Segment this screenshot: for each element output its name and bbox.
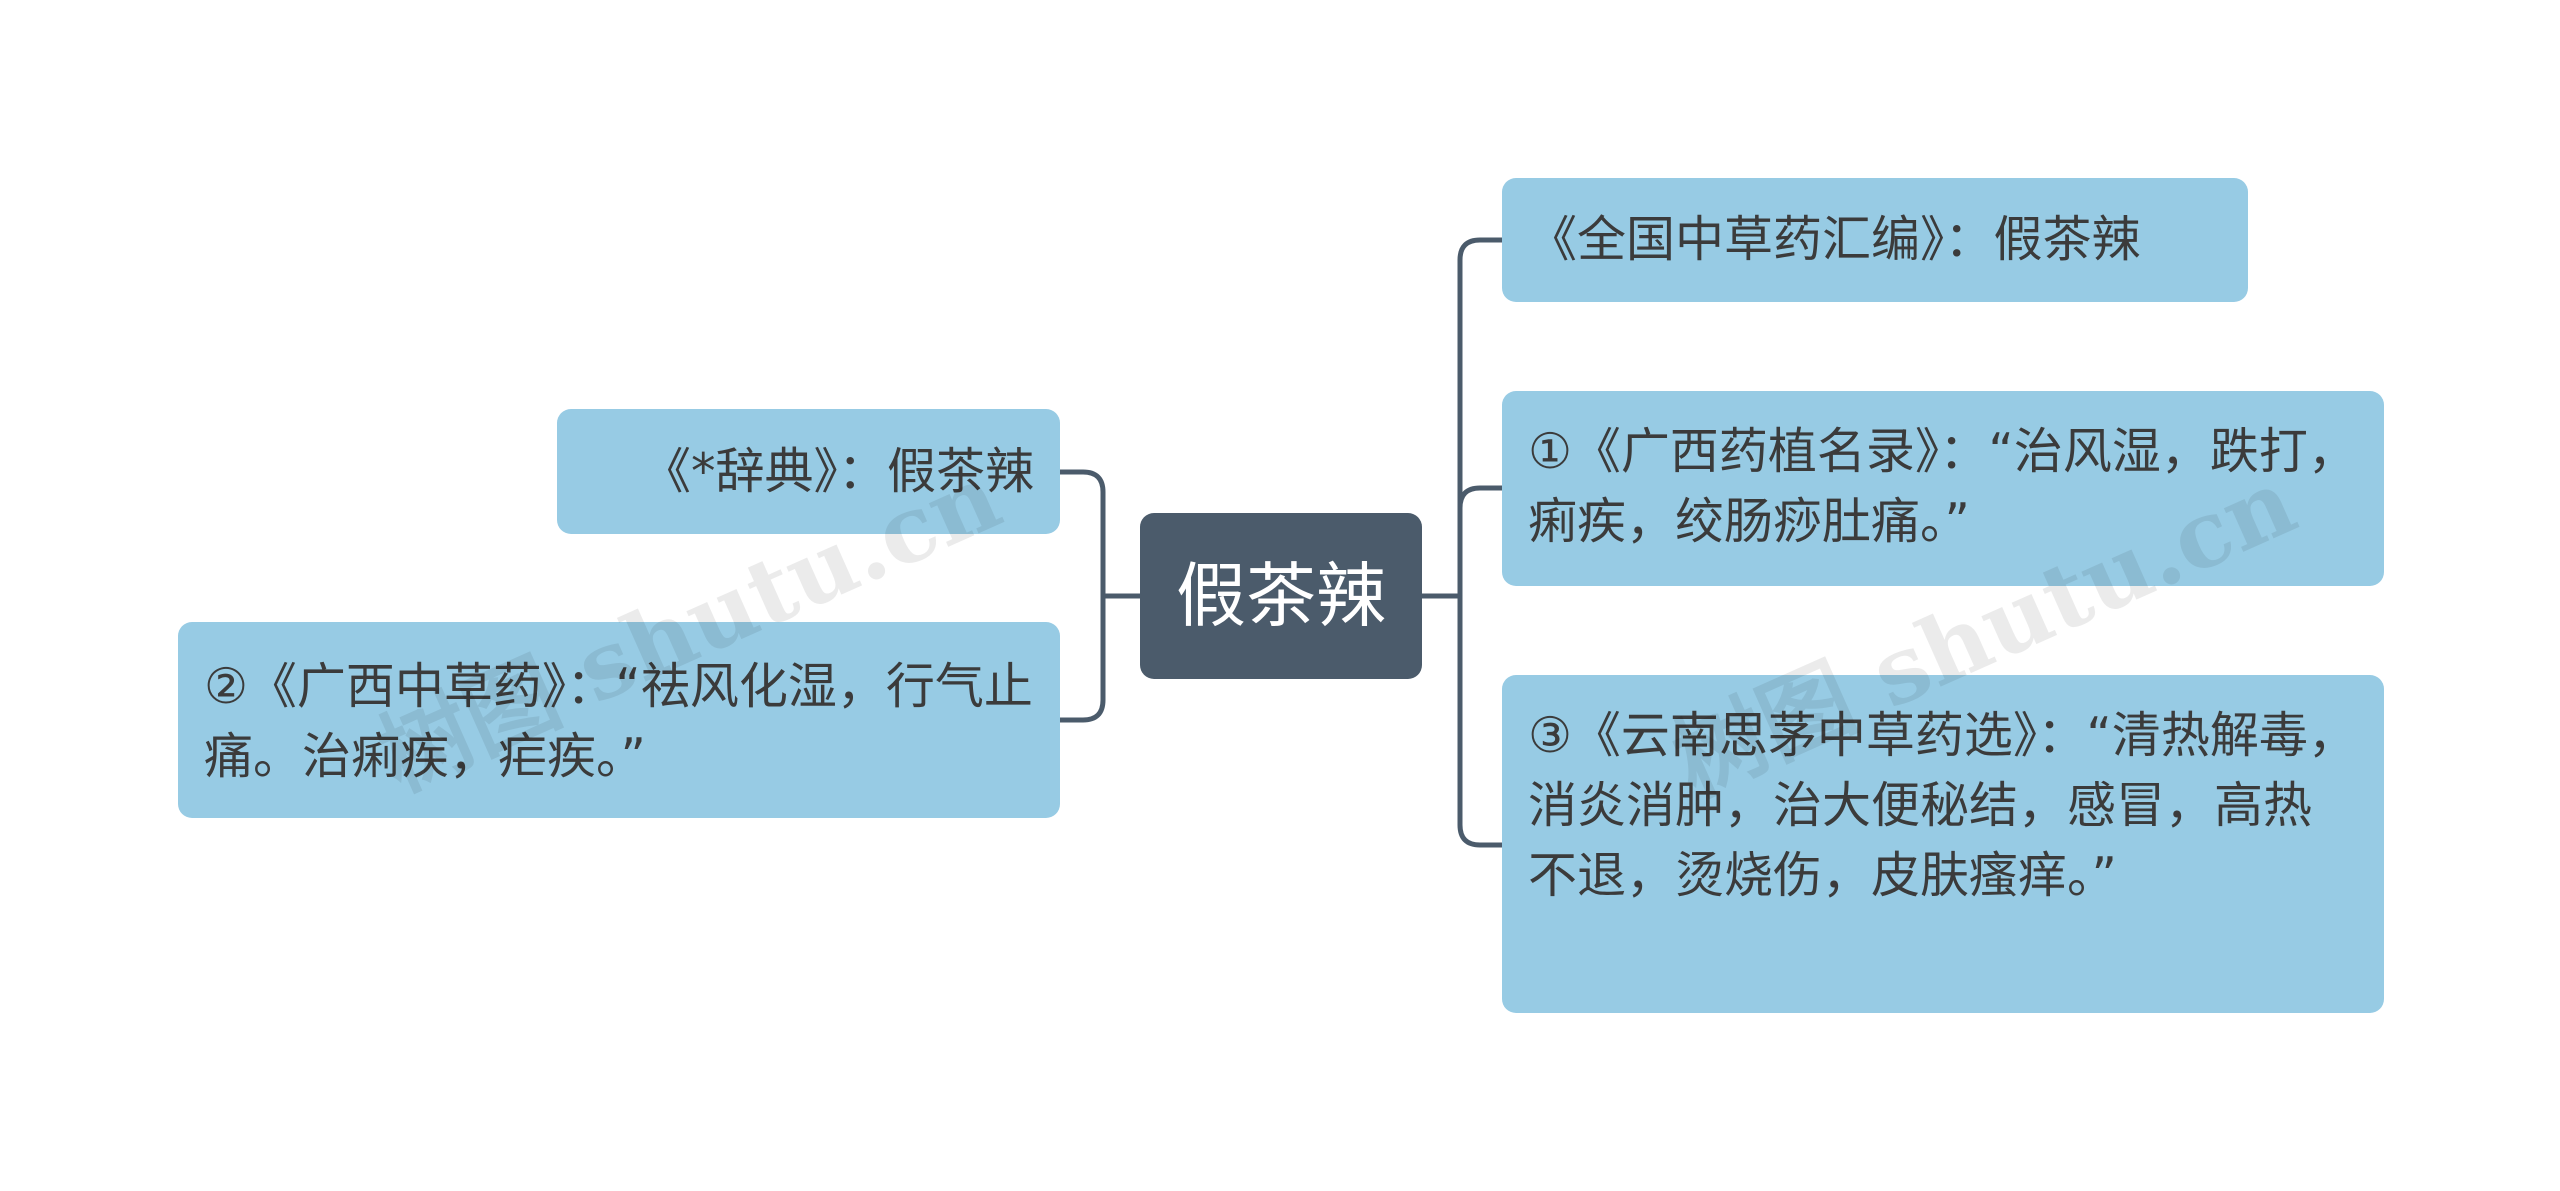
topic-left-2[interactable]: ②《广西中草药》：“祛风化湿，行气止痛。治痢疾，疟疾。”: [178, 622, 1060, 818]
connector-right-3: [1457, 593, 1505, 848]
connector-left-1: [1057, 469, 1106, 599]
connector-right-1: [1457, 237, 1505, 599]
topic-right-3[interactable]: ③《云南思茅中草药选》：“清热解毒，消炎消肿，治大便秘结，感冒，高热不退，烫烧伤…: [1502, 675, 2384, 1013]
topic-right-1[interactable]: 《全国中草药汇编》：假茶辣: [1502, 178, 2248, 302]
connector-left-2: [1057, 593, 1106, 723]
root-topic[interactable]: 假茶辣: [1140, 513, 1422, 679]
topic-right-2[interactable]: ①《广西药植名录》：“治风湿，跌打，痢疾，绞肠痧肚痛。”: [1502, 391, 2384, 586]
topic-left-1[interactable]: 《*辞典》：假茶辣: [557, 409, 1060, 534]
connector-right-2: [1457, 485, 1505, 599]
